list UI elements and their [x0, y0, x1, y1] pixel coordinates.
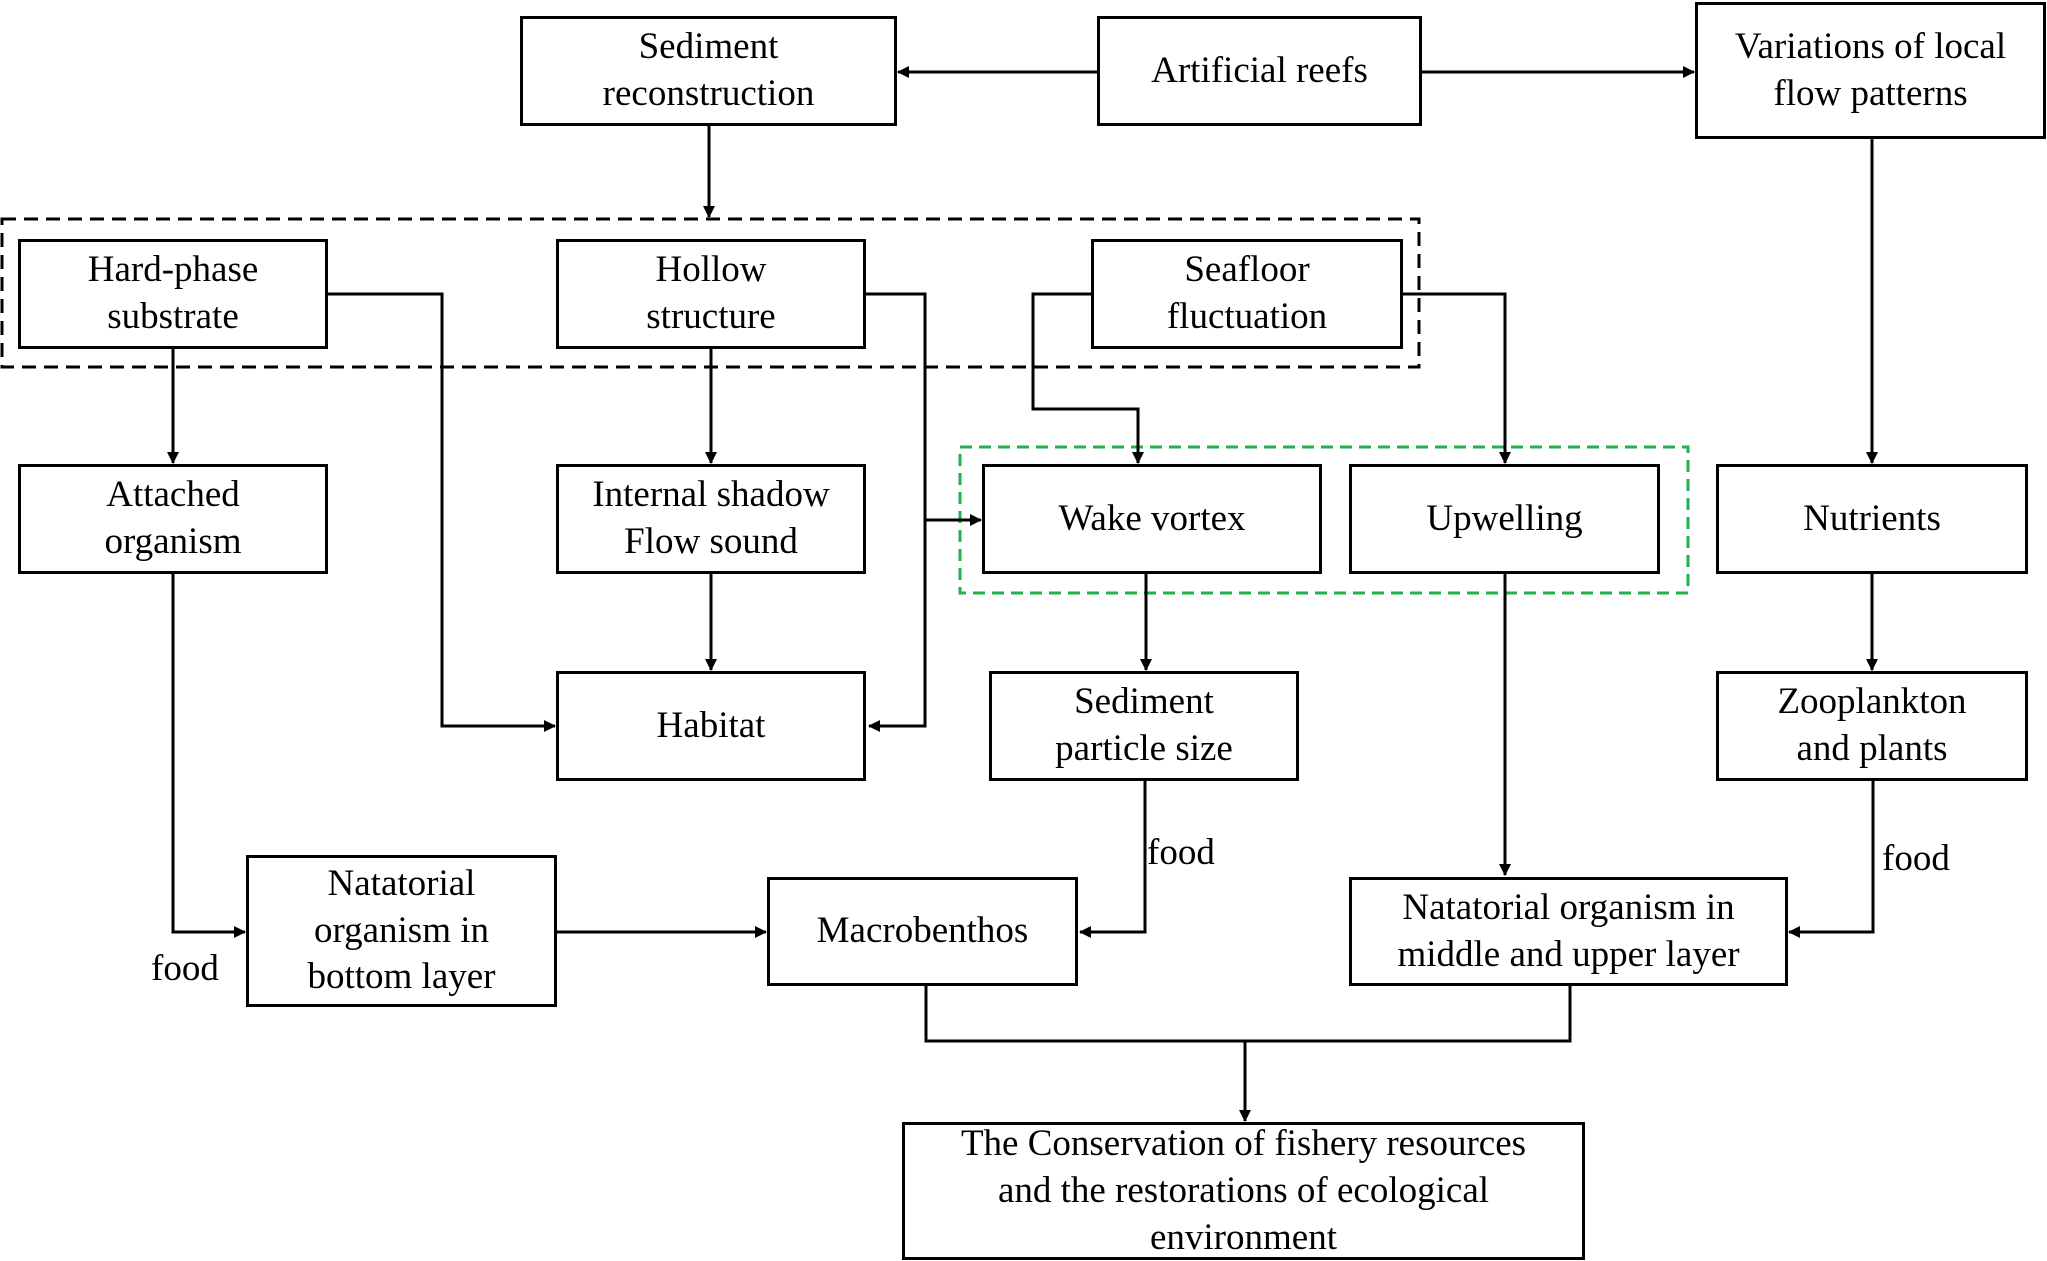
node-hollow-structure: Hollow structure	[556, 239, 866, 349]
node-upwelling: Upwelling	[1349, 464, 1660, 574]
node-natatorial-bottom-layer: Natatorial organism in bottom layer	[246, 855, 557, 1007]
node-zooplankton-and-plants: Zooplankton and plants	[1716, 671, 2028, 781]
node-sediment-particle-size: Sediment particle size	[989, 671, 1299, 781]
edge-label-food-zooplankton: food	[1882, 838, 1950, 879]
node-local-flow-patterns: Variations of local flow patterns	[1695, 2, 2046, 139]
node-attached-organism: Attached organism	[18, 464, 328, 574]
edge-label-food-particle: food	[1147, 832, 1215, 873]
edge-particle-to-macrobenthos	[1079, 780, 1147, 938]
edge-seafloor-to-wake	[1031, 292, 1144, 464]
node-wake-vortex: Wake vortex	[982, 464, 1322, 574]
edge-hardphase-to-habitat	[328, 292, 556, 732]
node-artificial-reefs: Artificial reefs	[1097, 16, 1422, 126]
edge-seafloor-to-upwelling	[1402, 292, 1511, 464]
edge-hollow-to-habitat	[866, 292, 927, 732]
node-habitat: Habitat	[556, 671, 866, 781]
node-natatorial-upper-layer: Natatorial organism in middle and upper …	[1349, 877, 1788, 986]
node-internal-shadow: Internal shadow Flow sound	[556, 464, 866, 574]
node-hard-phase-substrate: Hard-phase substrate	[18, 239, 328, 349]
edge-zooplankton-to-natatorial-upper	[1788, 780, 1875, 938]
node-sediment-reconstruction: Sediment reconstruction	[520, 16, 897, 126]
node-seafloor-fluctuation: Seafloor fluctuation	[1091, 239, 1403, 349]
edge-merge-to-conservation	[924, 985, 1572, 1121]
edge-label-food-attached: food	[151, 948, 219, 989]
node-nutrients: Nutrients	[1716, 464, 2028, 574]
node-macrobenthos: Macrobenthos	[767, 877, 1078, 986]
edge-attached-to-natatorial-bottom	[171, 573, 246, 938]
node-conservation: The Conservation of fishery resources an…	[902, 1122, 1585, 1260]
